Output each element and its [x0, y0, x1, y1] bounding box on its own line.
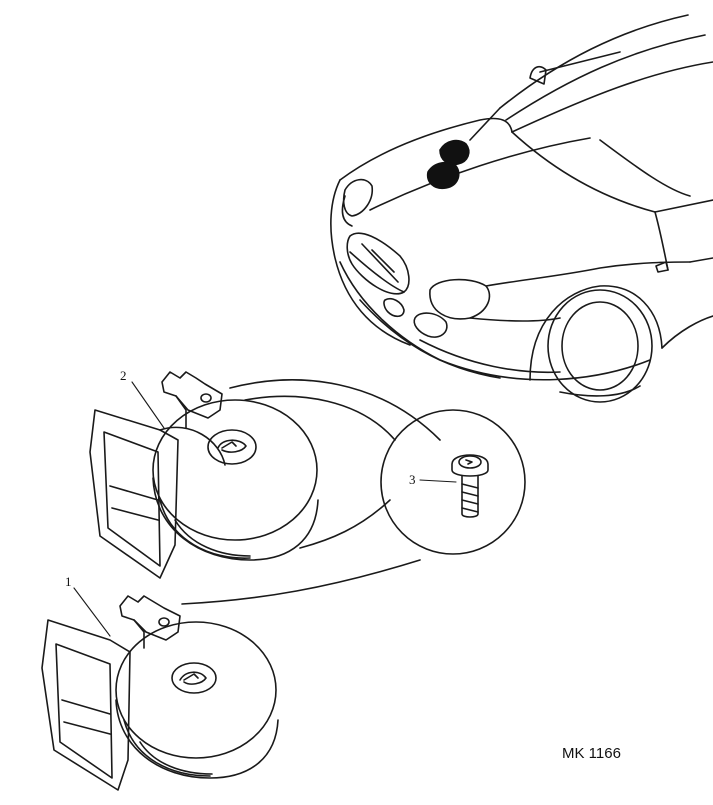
horn-lower-part-1 — [41, 595, 279, 791]
car-front-illustration — [330, 14, 713, 403]
callout-label-1: 1 — [65, 574, 72, 589]
exploded-view-guide-lines — [181, 379, 441, 605]
callout-label-3: 3 — [409, 472, 416, 487]
horn-upper-part-2 — [89, 371, 319, 579]
bolt-detail-inset — [380, 409, 526, 555]
callout-label-2: 2 — [120, 368, 127, 383]
callout-leaders — [73, 381, 457, 637]
diagram-reference-code: MK 1166 — [562, 745, 621, 762]
